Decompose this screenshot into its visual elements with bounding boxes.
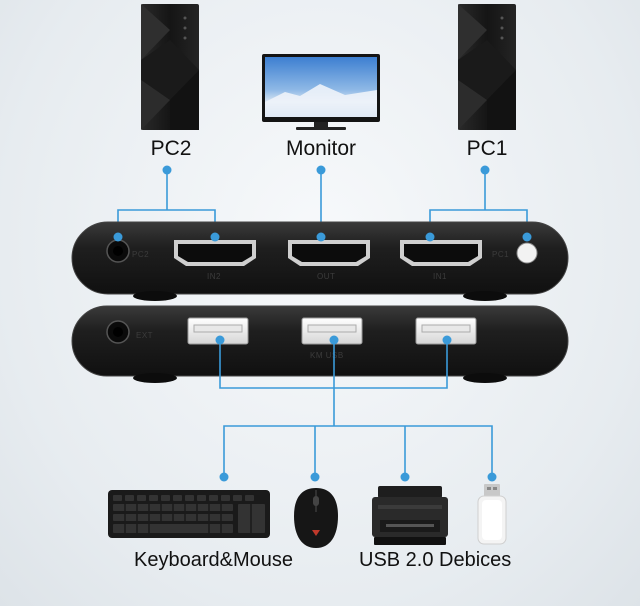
kvm-switch-rear bbox=[71, 305, 569, 383]
front-port-labels: PC2 IN2 OUT IN1 PC1 bbox=[132, 250, 509, 281]
out-port-label: OUT bbox=[317, 272, 335, 281]
in2-port-label: IN2 bbox=[207, 272, 221, 281]
keyboard-mouse-label: Keyboard&Mouse bbox=[134, 549, 293, 571]
pc1-label: PC1 bbox=[466, 137, 508, 160]
pc2-tower-icon bbox=[141, 4, 199, 130]
right-jack-label: PC1 bbox=[492, 250, 509, 259]
usb-group-label: KM USB bbox=[310, 351, 344, 360]
left-jack-label: PC2 bbox=[132, 250, 149, 259]
printer-icon bbox=[372, 486, 448, 545]
mouse-icon bbox=[294, 488, 338, 548]
top-connector-dots bbox=[162, 165, 490, 175]
usb-stick-icon bbox=[477, 484, 507, 545]
ext-jack-label: EXT bbox=[136, 331, 153, 340]
usb-devices-label: USB 2.0 Debices bbox=[359, 549, 512, 571]
front-port-dots bbox=[113, 232, 532, 242]
usb-connector-dots bbox=[215, 335, 497, 482]
kvm-switch-front bbox=[71, 221, 569, 301]
monitor-label: Monitor bbox=[285, 137, 357, 160]
pc2-label: PC2 bbox=[150, 137, 192, 160]
usb-connector-lines bbox=[219, 340, 493, 476]
in1-port-label: IN1 bbox=[433, 272, 447, 281]
rear-port-labels: EXT KM USB bbox=[136, 331, 344, 360]
monitor-icon bbox=[262, 54, 380, 130]
pc1-tower-icon bbox=[458, 4, 516, 130]
keyboard-icon bbox=[108, 490, 270, 538]
